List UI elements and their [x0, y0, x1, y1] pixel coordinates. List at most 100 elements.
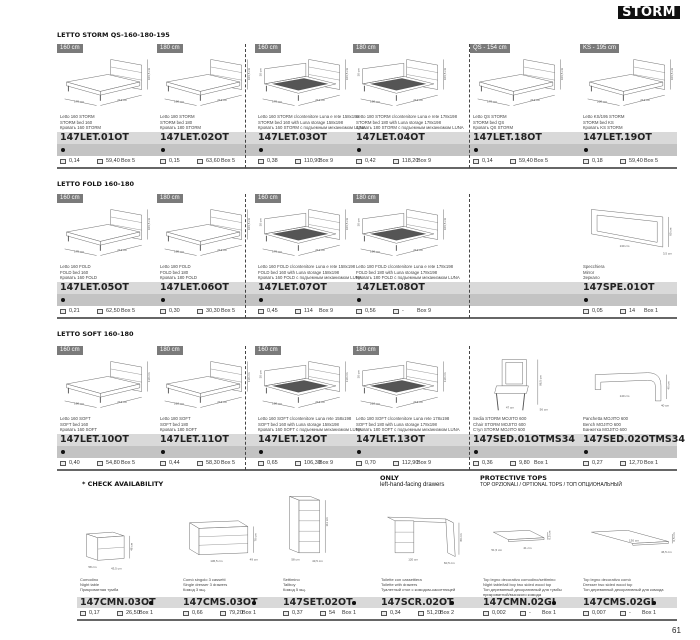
size-badge: QS - 154 cm [470, 44, 510, 53]
check-availability-note: * CHECK AVAILABILITY [82, 480, 164, 488]
weight-value: - [629, 610, 631, 616]
availability-dot [259, 298, 263, 302]
stats-row: 0,42 118,20 Box 9 [353, 156, 470, 167]
separator-dashed [469, 44, 470, 168]
divider [480, 619, 580, 621]
dimension-label: 51,5 cm [491, 548, 502, 552]
volume-value: 0,14 [482, 158, 493, 164]
weight-value: 58,30 [206, 460, 220, 466]
box-count: Box 9 [319, 158, 334, 164]
size-badge: 180 cm [353, 346, 379, 355]
dimension-label: 30 cm [259, 218, 263, 227]
dimension-label: 106,5 cm [147, 67, 151, 80]
divider [280, 619, 378, 621]
dimension-label: 30 cm [357, 218, 361, 227]
weight-icon [620, 309, 626, 314]
product-code: 147LET.13OT [356, 434, 425, 445]
product-code: 147LET.11OT [160, 434, 229, 445]
product-description: Letto 180 FOLD c/contenitore Luna e rete… [356, 264, 460, 281]
weight-value: 59,40 [629, 158, 643, 164]
dimension-label: 46 cm [666, 381, 670, 390]
divider [157, 317, 255, 319]
weight-icon [620, 611, 626, 616]
availability-dot [584, 450, 588, 454]
dimension-label: 190 cm [370, 100, 380, 104]
product-code: 147SPE.01OT [583, 282, 655, 293]
box-count: Box 5 [121, 460, 136, 466]
product-code: 147LET.01OT [60, 132, 129, 143]
volume-icon [483, 611, 489, 616]
volume-value: 0,15 [169, 158, 180, 164]
dimension-label: 213 cm [413, 98, 423, 102]
volume-value: 0,007 [592, 610, 606, 616]
product-description: Letto 180 STORM c/contenitore Luna e ret… [356, 114, 464, 131]
volume-icon [160, 159, 166, 164]
volume-icon [258, 159, 264, 164]
volume-value: 0,30 [169, 308, 180, 314]
divider [580, 317, 677, 319]
dimension-label: 213 cm [530, 98, 540, 102]
weight-value: 118,20 [402, 158, 419, 164]
separator-dashed [469, 346, 470, 470]
separator-dashed [245, 194, 246, 318]
volume-value: 0,36 [482, 460, 493, 466]
stats-row: 0,15 63,60 Box 5 [157, 156, 255, 167]
dimension-label: 170 cm [272, 100, 282, 104]
dimension-label: 110 cm [247, 372, 251, 382]
availability-dot [584, 298, 588, 302]
stats-row: 0,36 9,80 Box 1 [470, 458, 580, 469]
volume-value: 0,18 [592, 158, 603, 164]
size-badge: 180 cm [157, 194, 183, 203]
volume-value: 0,45 [267, 308, 278, 314]
availability-dot [61, 148, 65, 152]
availability-dot [357, 298, 361, 302]
divider [470, 167, 580, 169]
volume-icon [583, 461, 589, 466]
section-title: LETTO STORM QS-160-180-195 [57, 31, 170, 39]
stats-row: 0,21 62,50 Box 5 [57, 306, 157, 317]
divider [255, 317, 353, 319]
dimension-label: 49 cm [250, 557, 259, 561]
dimension-label: 140 cm [620, 394, 630, 398]
dimension-label: 120 cm [408, 557, 418, 561]
dimension-label: 190 cm [174, 100, 184, 104]
volume-icon [583, 611, 589, 616]
volume-value: 0,14 [69, 158, 80, 164]
product-code: 147LET.06OT [160, 282, 229, 293]
weight-icon [97, 461, 103, 466]
product-code: 147SCR.02OT [381, 597, 454, 608]
